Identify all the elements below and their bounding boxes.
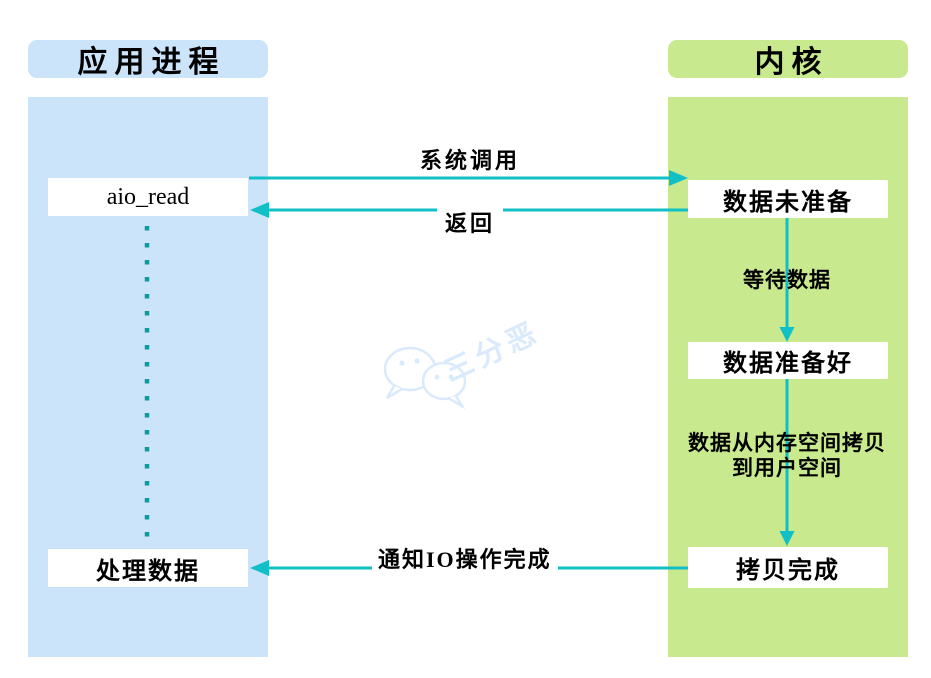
arrowhead-left-icon [250, 202, 269, 218]
watermark: 三分恶 [383, 315, 545, 410]
node-process-data-label: 处理数据 [96, 558, 200, 585]
node-data-ready: 数据准备好 [688, 342, 888, 379]
notify-arrow-label: 通知IO操作完成 [372, 547, 558, 573]
copy-data-label-line2: 到用户空间 [732, 456, 842, 480]
arrowhead-right-icon [669, 170, 688, 186]
kernel-header: 内核 [668, 40, 908, 79]
arrowhead-down-icon [779, 327, 795, 342]
copy-data-arrow [779, 379, 795, 546]
node-aio-read: aio_read [48, 178, 248, 216]
node-data-not-ready-label: 数据未准备 [723, 189, 853, 216]
kernel-header-label: 内核 [754, 46, 829, 79]
copy-data-label: 数据从内存空间拷贝 到用户空间 [677, 431, 897, 481]
node-copy-done-label: 拷贝完成 [736, 558, 840, 584]
node-data-not-ready: 数据未准备 [688, 180, 888, 218]
node-copy-done: 拷贝完成 [688, 547, 888, 588]
arrowhead-down-icon [779, 531, 795, 546]
syscall-arrow [249, 170, 688, 186]
syscall-arrow-label: 系统调用 [419, 148, 520, 173]
node-process-data: 处理数据 [48, 549, 248, 587]
wechat-icon [383, 346, 467, 410]
arrowhead-left-icon [250, 560, 269, 576]
node-aio-read-label: aio_read [106, 183, 190, 210]
app-process-header-label: 应用进程 [77, 46, 226, 79]
wait-data-label: 等待数据 [743, 268, 831, 292]
wait-data-arrow [779, 218, 795, 342]
copy-data-label-line1: 数据从内存空间拷贝 [688, 431, 886, 455]
return-arrow-label: 返回 [437, 206, 503, 238]
watermark-text: 三分恶 [439, 315, 545, 388]
app-process-header: 应用进程 [28, 40, 268, 79]
node-data-ready-label: 数据准备好 [723, 351, 853, 377]
